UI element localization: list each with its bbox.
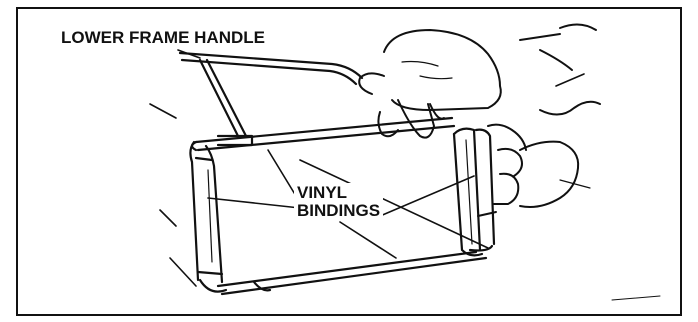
lower-hand [477,100,601,217]
frame-right-roll [452,127,496,257]
upper-hand [358,23,597,139]
lower-frame-handle [178,51,364,147]
vinyl-binding-leaders [207,149,489,259]
label-lower-frame-handle: LOWER FRAME HANDLE [58,28,268,47]
leader-line-handle [177,49,201,59]
label-vinyl-line2: BINDINGS [297,200,381,220]
label-vinyl-bindings: VINYL BINDINGS [294,183,384,221]
frame-left-roll [189,140,228,293]
frame-bottom-rail [216,244,494,296]
sketch-strokes [149,73,661,301]
figure-border [16,7,682,316]
label-vinyl-line1: VINYL [297,183,348,202]
